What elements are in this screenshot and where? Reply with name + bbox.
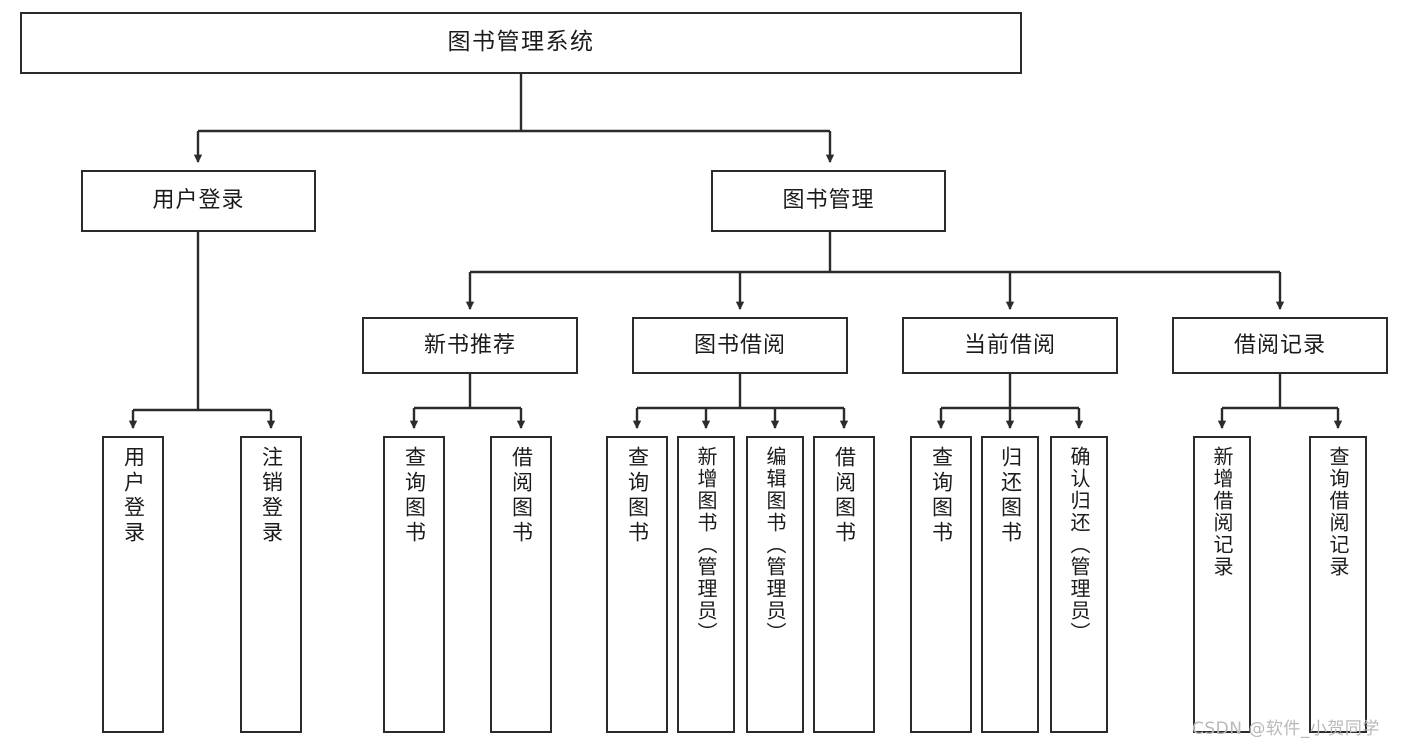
node-book-borrow[interactable]: 图书借阅	[632, 317, 848, 374]
node-label: 注销登录	[259, 446, 284, 546]
leaf-records-add-record[interactable]: 新增借阅记录	[1193, 436, 1251, 733]
leaf-user-login-login[interactable]: 用户登录	[102, 436, 164, 733]
node-label: 确认归还（管理员）	[1067, 446, 1091, 644]
leaf-current-return-book[interactable]: 归还图书	[981, 436, 1039, 733]
leaf-recommend-borrow-book[interactable]: 借阅图书	[490, 436, 552, 733]
leaf-recommend-query-book[interactable]: 查询图书	[383, 436, 445, 733]
node-label: 图书管理系统	[447, 29, 595, 56]
node-label: 查询图书	[402, 446, 427, 546]
node-label: 当前借阅	[963, 332, 1056, 358]
node-root-system[interactable]: 图书管理系统	[20, 12, 1022, 74]
node-label: 图书借阅	[693, 332, 786, 358]
node-label: 图书管理	[782, 188, 875, 214]
leaf-borrow-edit-book-admin[interactable]: 编辑图书（管理员）	[746, 436, 804, 733]
leaf-borrow-add-book-admin[interactable]: 新增图书（管理员）	[677, 436, 735, 733]
node-label: 新书推荐	[423, 332, 516, 358]
node-label: 查询借阅记录	[1326, 446, 1350, 578]
csdn-watermark: CSDN @软件_小贺同学	[1192, 719, 1380, 739]
node-label: 编辑图书（管理员）	[763, 446, 787, 644]
leaf-current-query-book[interactable]: 查询图书	[910, 436, 972, 733]
node-borrow-records[interactable]: 借阅记录	[1172, 317, 1388, 374]
node-label: 新增借阅记录	[1210, 446, 1234, 578]
leaf-user-login-logout[interactable]: 注销登录	[240, 436, 302, 733]
leaf-borrow-query-book[interactable]: 查询图书	[606, 436, 668, 733]
node-current-borrow[interactable]: 当前借阅	[902, 317, 1118, 374]
leaf-current-confirm-return-admin[interactable]: 确认归还（管理员）	[1050, 436, 1108, 733]
node-new-book-recommend[interactable]: 新书推荐	[362, 317, 578, 374]
node-label: 用户登录	[152, 188, 245, 214]
node-label: 借阅记录	[1233, 332, 1326, 358]
node-book-management[interactable]: 图书管理	[711, 170, 946, 232]
node-label: 用户登录	[121, 446, 146, 546]
leaf-borrow-borrow-book[interactable]: 借阅图书	[813, 436, 875, 733]
node-label: 查询图书	[929, 446, 954, 546]
node-label: 借阅图书	[832, 446, 857, 546]
node-label: 查询图书	[625, 446, 650, 546]
node-label: 新增图书（管理员）	[694, 446, 718, 644]
node-label: 归还图书	[998, 446, 1023, 546]
node-user-login[interactable]: 用户登录	[81, 170, 316, 232]
node-label: 借阅图书	[509, 446, 534, 546]
leaf-records-query-record[interactable]: 查询借阅记录	[1309, 436, 1367, 733]
